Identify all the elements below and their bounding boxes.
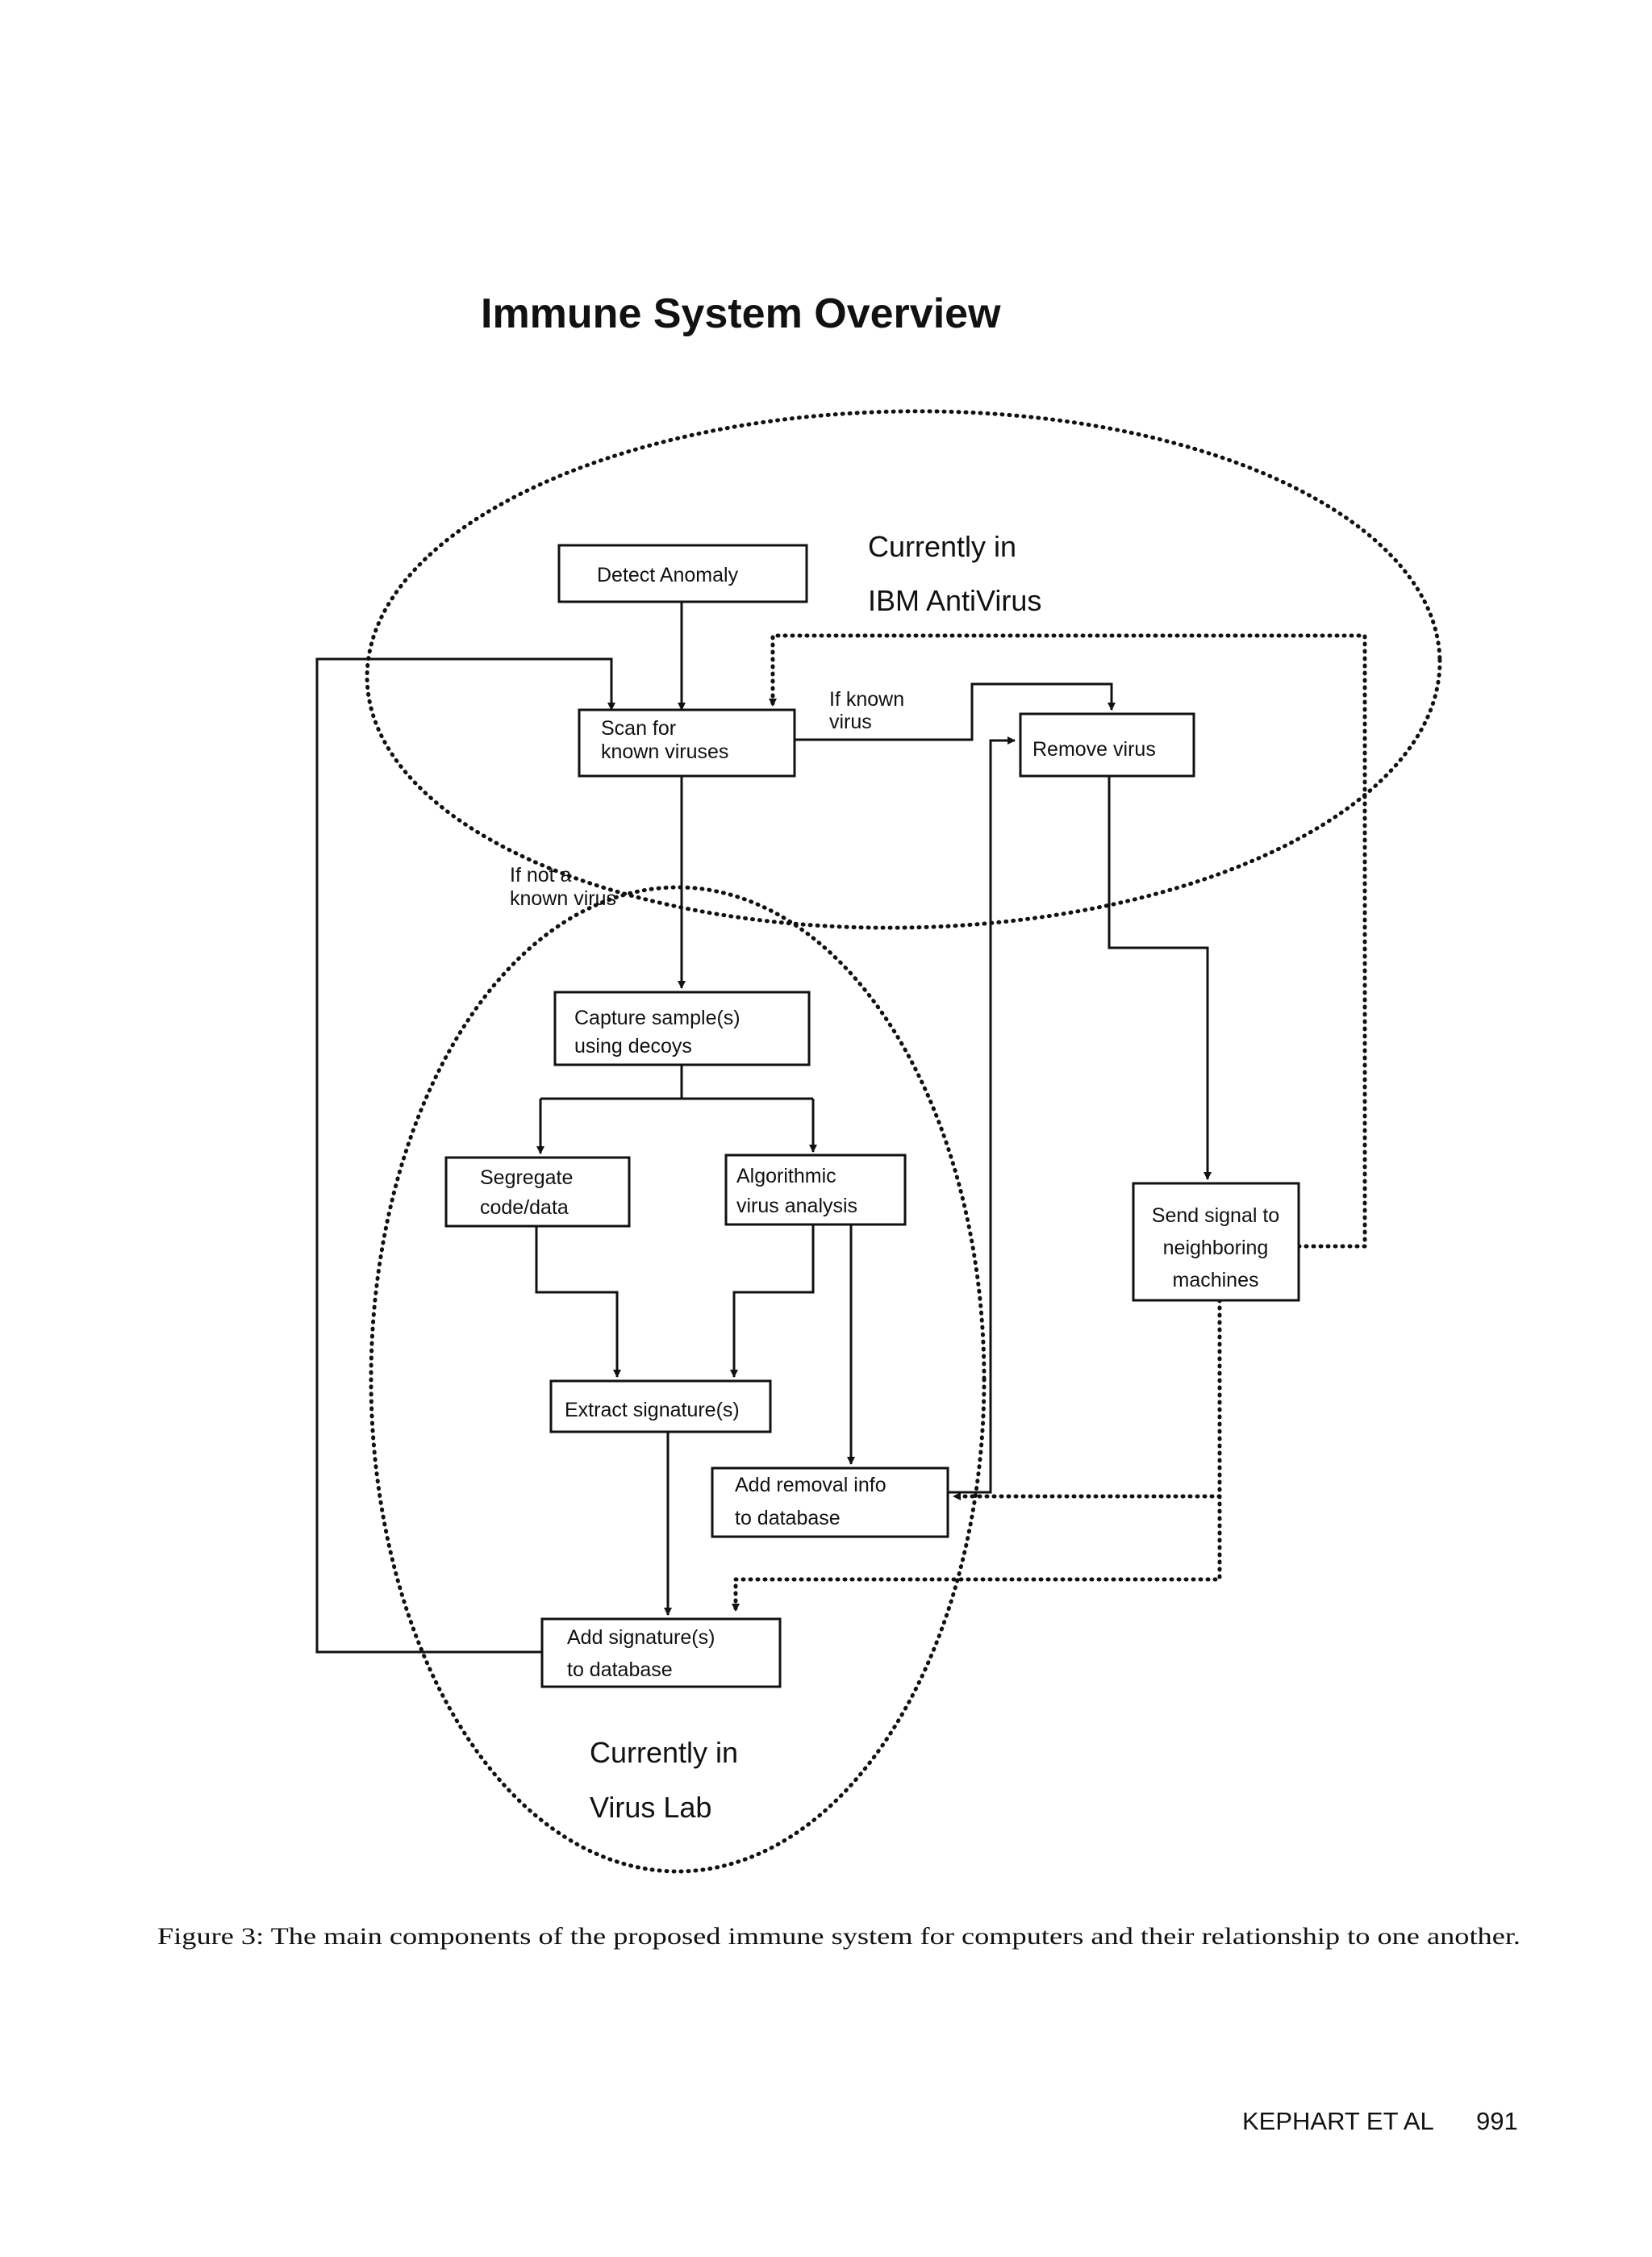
node-scan-known-viruses: Scan for known viruses: [578, 708, 796, 778]
edge-add-removal-to-remove: [948, 736, 1016, 1494]
viruslab-region-label-1: Currently in: [590, 1736, 738, 1769]
edge-add-signature-to-scan: [315, 657, 615, 1654]
antivirus-region-label-1: Currently in: [868, 530, 1016, 563]
node-add-removal-label-1: Add removal info: [735, 1474, 886, 1496]
edge-algorithmic-to-extract: [730, 1224, 815, 1378]
node-send-signal: Send signal to neighboring machines: [1132, 1182, 1300, 1302]
node-remove-virus-label: Remove virus: [1032, 738, 1156, 761]
node-segregate-label-2: code/data: [480, 1196, 569, 1219]
node-add-signature-label-1: Add signature(s): [567, 1626, 715, 1649]
node-remove-virus: Remove virus: [1019, 712, 1195, 778]
node-scan-label-2: known viruses: [601, 741, 728, 763]
edge-remove-to-send-signal: [1108, 776, 1212, 1180]
node-send-signal-label-1: Send signal to: [1152, 1204, 1279, 1227]
figure-caption: Figure 3: The main components of the pro…: [157, 1923, 1521, 1950]
antivirus-region-label-2: IBM AntiVirus: [868, 584, 1041, 617]
node-segregate-code-data: Segregate code/data: [444, 1156, 631, 1228]
node-capture-label-1: Capture sample(s): [574, 1007, 740, 1029]
edge-label-if-not-known-1: If not a: [510, 864, 572, 887]
node-add-removal-info: Add removal info to database: [711, 1466, 949, 1538]
edge-label-if-known-2: virus: [829, 711, 872, 733]
viruslab-region-ellipse: [369, 885, 987, 1874]
node-detect-anomaly: Detect Anomaly: [557, 544, 808, 603]
node-send-signal-label-2: neighboring: [1163, 1237, 1269, 1259]
node-scan-label-1: Scan for: [601, 717, 676, 740]
edge-label-if-not-known-2: known virus: [510, 887, 616, 910]
node-extract-label: Extract signature(s): [565, 1399, 740, 1421]
edge-capture-split: [540, 1065, 813, 1100]
figure-title: Immune System Overview: [481, 290, 1001, 337]
node-add-removal-label-2: to database: [735, 1507, 841, 1529]
node-algorithmic-label-2: virus analysis: [736, 1195, 857, 1217]
dotted-send-signal-to-add-removal: [951, 1298, 1222, 1500]
node-capture-label-2: using decoys: [574, 1035, 692, 1058]
node-extract-signatures: Extract signature(s): [549, 1379, 772, 1433]
node-segregate-label-1: Segregate: [480, 1166, 573, 1189]
node-send-signal-label-3: machines: [1173, 1269, 1259, 1291]
node-algorithmic-label-1: Algorithmic: [736, 1165, 836, 1187]
node-detect-anomaly-label: Detect Anomaly: [597, 564, 739, 586]
node-algorithmic-analysis: Algorithmic virus analysis: [724, 1154, 907, 1226]
viruslab-region-label-2: Virus Lab: [590, 1791, 711, 1824]
dotted-send-signal-to-add-signature: [732, 1494, 1222, 1613]
footer-authors: KEPHART ET AL: [1242, 2107, 1434, 2135]
node-capture-samples: Capture sample(s) using decoys: [553, 991, 811, 1066]
node-add-signatures: Add signature(s) to database: [540, 1617, 782, 1688]
node-add-signature-label-2: to database: [567, 1658, 673, 1681]
dotted-send-signal-to-scan: [769, 633, 1367, 1249]
edge-label-if-known-1: If known: [829, 688, 904, 711]
edge-segregate-to-extract: [535, 1226, 621, 1378]
edge-scan-to-remove: [795, 682, 1116, 741]
antivirus-region-ellipse: [365, 409, 1442, 930]
footer-page-number: 991: [1476, 2107, 1518, 2135]
